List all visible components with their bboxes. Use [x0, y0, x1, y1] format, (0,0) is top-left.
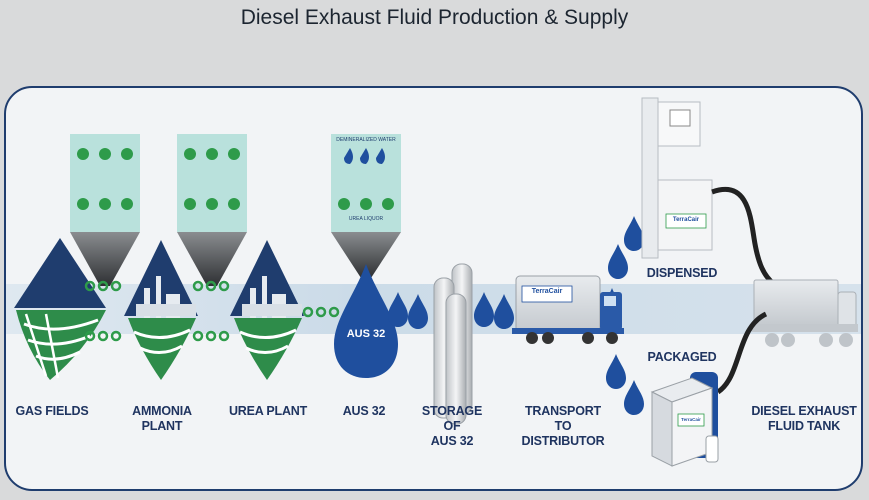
def-tank-label: DIESEL EXHAUST FLUID TANK — [751, 404, 857, 433]
aus32-drop-icon — [334, 264, 398, 378]
demineralized-water-label: DEMINERALIZED WATER — [336, 137, 396, 143]
process-panel: DEMINERALIZED WATER UREA LIQUOR AUS 32 T… — [4, 86, 863, 491]
dispenser-icon — [641, 97, 776, 286]
ammonia-plant-label: AMMONIA PLANT — [132, 404, 192, 433]
molecule-box-ammonia — [70, 134, 140, 286]
transport-label: TRANSPORT TO DISTRIBUTOR — [521, 404, 605, 448]
flow-dots — [84, 280, 340, 342]
packaged-icon — [650, 372, 719, 467]
packaged-label: PACKAGED — [647, 350, 717, 364]
process-diagram — [14, 97, 858, 467]
dispensed-label: DISPENSED — [646, 266, 718, 280]
truck-brand-label: TerraCair — [531, 288, 563, 295]
ammonia-plant-icon — [124, 240, 198, 380]
urea-liquor-label: UREA LIQUOR — [348, 216, 384, 222]
def-tank-truck-icon — [716, 279, 858, 395]
dispenser-brand-label: TerraCair — [672, 217, 700, 223]
urea-plant-label: UREA PLANT — [228, 404, 308, 418]
gas-fields-icon — [14, 238, 106, 380]
page-title: Diesel Exhaust Fluid Production & Supply — [240, 6, 629, 29]
gas-fields-label: GAS FIELDS — [15, 404, 89, 418]
molecule-box-water-urea — [331, 134, 401, 278]
package-brand-label: TerraCair — [681, 417, 701, 422]
storage-tanks-icon — [433, 263, 473, 425]
storage-label: STORAGE OF AUS 32 — [421, 404, 483, 448]
aus32-label: AUS 32 — [342, 404, 386, 418]
aus32-drop-label: AUS 32 — [346, 328, 386, 340]
tanker-truck-icon — [512, 275, 624, 344]
urea-plant-icon — [230, 240, 304, 380]
molecule-box-urea — [177, 134, 247, 286]
